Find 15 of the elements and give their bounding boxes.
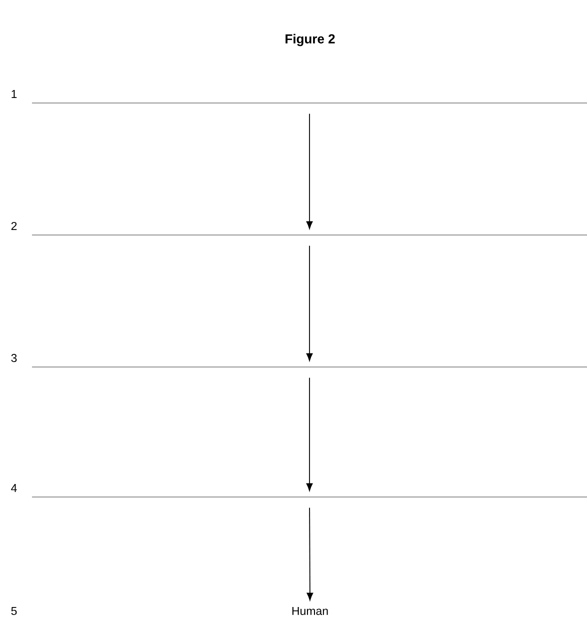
arrow [306, 245, 313, 361]
number-label: 2 [11, 222, 17, 230]
number-label: 3 [11, 354, 17, 362]
number-label: 1 [12, 90, 17, 98]
node-text: Human [292, 607, 328, 615]
arrow [306, 507, 314, 600]
number-label: 4 [11, 484, 17, 492]
fill-in-line [32, 102, 587, 104]
number-label: 5 [11, 607, 17, 615]
fill-in-line [32, 234, 587, 236]
arrow [306, 377, 313, 491]
title: Figure 2 [286, 34, 335, 46]
arrow [306, 113, 313, 229]
fill-in-line [32, 496, 587, 498]
fill-in-line [32, 366, 587, 368]
